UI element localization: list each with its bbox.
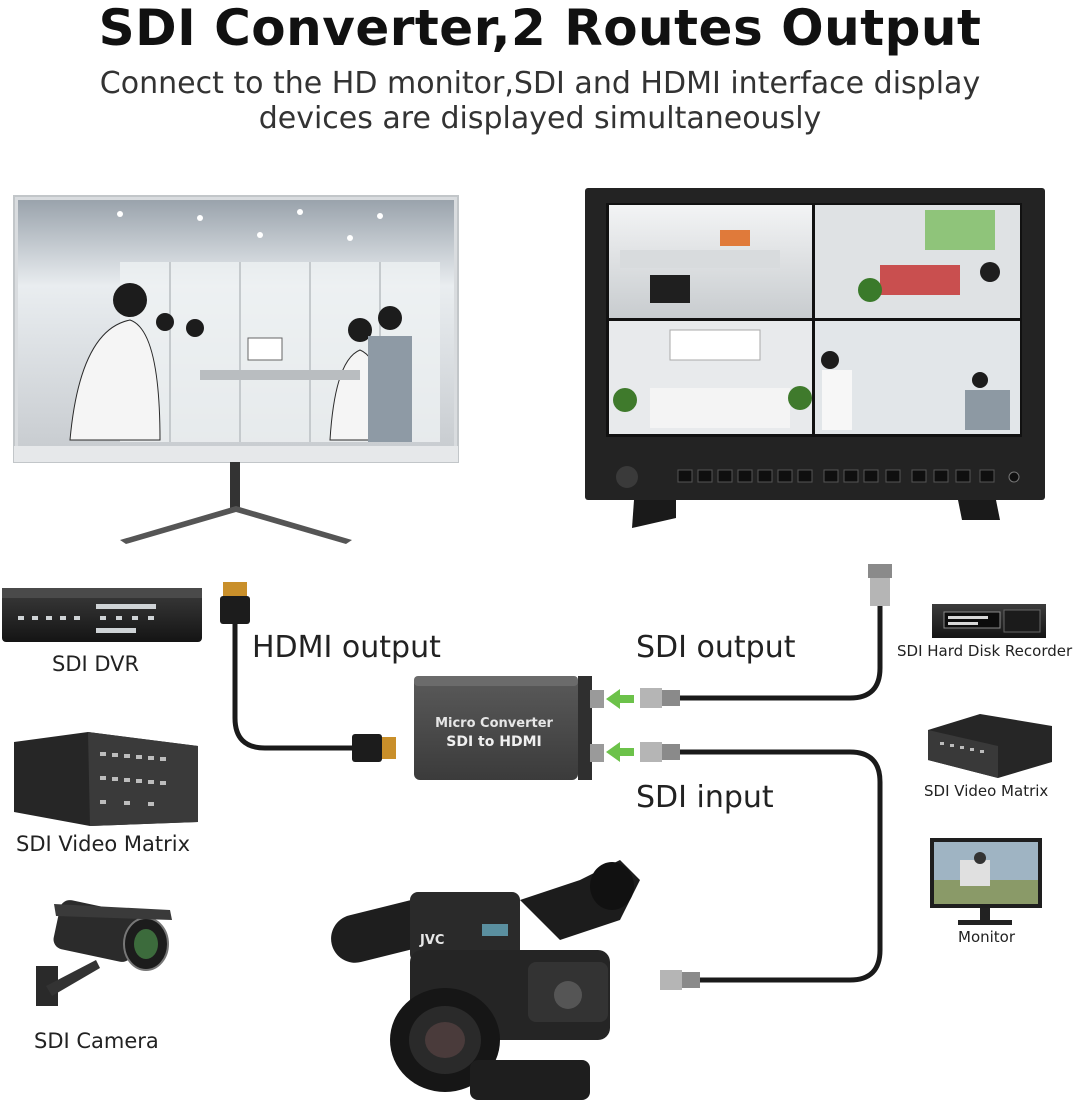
sdi-dvr-label: SDI DVR <box>52 652 140 676</box>
left-arrow-icon <box>606 742 634 762</box>
sdi-video-matrix-left-device <box>14 732 198 826</box>
micro-converter-box <box>414 676 604 780</box>
subtitle-line-1: Connect to the HD monitor,SDI and HDMI i… <box>99 66 981 101</box>
quad-screen-1 <box>609 205 812 318</box>
sdi-output-plug-converter <box>640 688 680 708</box>
camcorder-device <box>331 860 640 1100</box>
monitor-control-buttons <box>677 469 995 483</box>
page-subtitle: Connect to the HD monitor,SDI and HDMI i… <box>0 66 1080 136</box>
sdi-video-matrix-right-label: SDI Video Matrix <box>924 782 1049 800</box>
sdi-hard-disk-recorder-device <box>932 604 1046 638</box>
hdmi-output-label: HDMI output <box>252 630 441 665</box>
sdi-input-plug-camera <box>660 970 700 990</box>
sdi-dvr-device <box>2 588 202 642</box>
sdi-output-label: SDI output <box>636 630 796 665</box>
sdi-video-matrix-left-label: SDI Video Matrix <box>16 832 190 856</box>
sdi-input-cable <box>677 749 883 983</box>
hdmi-plug-top <box>220 582 250 624</box>
hdmi-plug-converter <box>352 734 396 762</box>
page-title: SDI Converter,2 Routes Output <box>98 0 982 57</box>
converter-label-line1: Micro Converter <box>435 716 553 731</box>
hdmi-cable <box>232 621 355 751</box>
quad-screen-2 <box>815 205 1020 318</box>
sdi-hard-disk-recorder-label: SDI Hard Disk Recorder <box>897 642 1073 660</box>
hd-monitor <box>13 195 459 544</box>
camera-brand-logo: JVC <box>419 933 444 948</box>
sdi-camera-label: SDI Camera <box>34 1029 159 1053</box>
quad-view-monitor <box>585 188 1045 528</box>
sdi-input-plug-converter <box>640 742 680 762</box>
sdi-input-label: SDI input <box>636 780 774 815</box>
monitor-label: Monitor <box>958 928 1016 946</box>
converter-label-line2: SDI to HDMI <box>446 734 541 750</box>
small-monitor-device <box>930 838 1042 925</box>
left-arrow-icon <box>606 689 634 709</box>
arrow-icons <box>606 689 634 762</box>
sdi-output-plug-top <box>868 564 892 606</box>
sdi-video-matrix-right-device <box>928 714 1052 778</box>
sdi-camera-device <box>36 900 172 1006</box>
sdi-output-cable <box>677 601 883 701</box>
quad-screen-4 <box>815 321 1020 434</box>
subtitle-line-2: devices are displayed simultaneously <box>258 101 822 136</box>
quad-screen-3 <box>609 321 812 434</box>
